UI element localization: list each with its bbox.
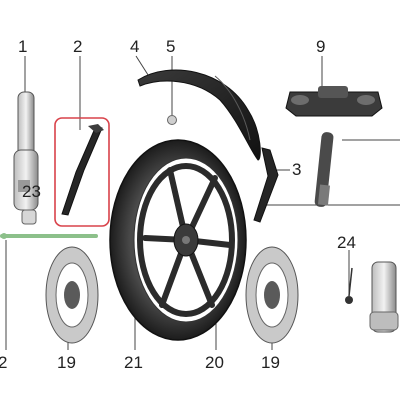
axle-spacer [21,209,37,225]
front-fork-leg [13,91,39,211]
sensor-part [345,267,353,304]
callout-labels: 1 2 4 5 9 3 23 24 19 21 20 19 2 [0,37,356,372]
callout-21-edge: 2 [0,353,7,372]
highlight-box [54,117,110,227]
callout-9: 9 [316,37,325,56]
callout-5: 5 [166,37,175,56]
callout-24: 24 [337,233,356,252]
fender-bolt [167,115,177,125]
callout-19-right: 19 [261,353,280,372]
callout-21: 21 [124,353,143,372]
front-fender [137,69,261,161]
steering-stem [314,132,334,207]
callout-19-left: 19 [57,353,76,372]
fork-guard-part [54,117,110,227]
callout-23: 23 [22,182,41,201]
callout-1: 1 [18,37,27,56]
brake-disc-left [45,246,99,344]
callout-4: 4 [130,37,139,56]
callout-3: 3 [292,160,301,179]
callout-20: 20 [205,353,224,372]
right-fork-guard [253,147,279,223]
callout-2: 2 [73,37,82,56]
front-axle [0,233,98,239]
brake-disc-right [245,246,299,344]
front-wheel [109,139,247,341]
right-fork-lower [369,261,399,333]
triple-clamp [285,86,383,117]
